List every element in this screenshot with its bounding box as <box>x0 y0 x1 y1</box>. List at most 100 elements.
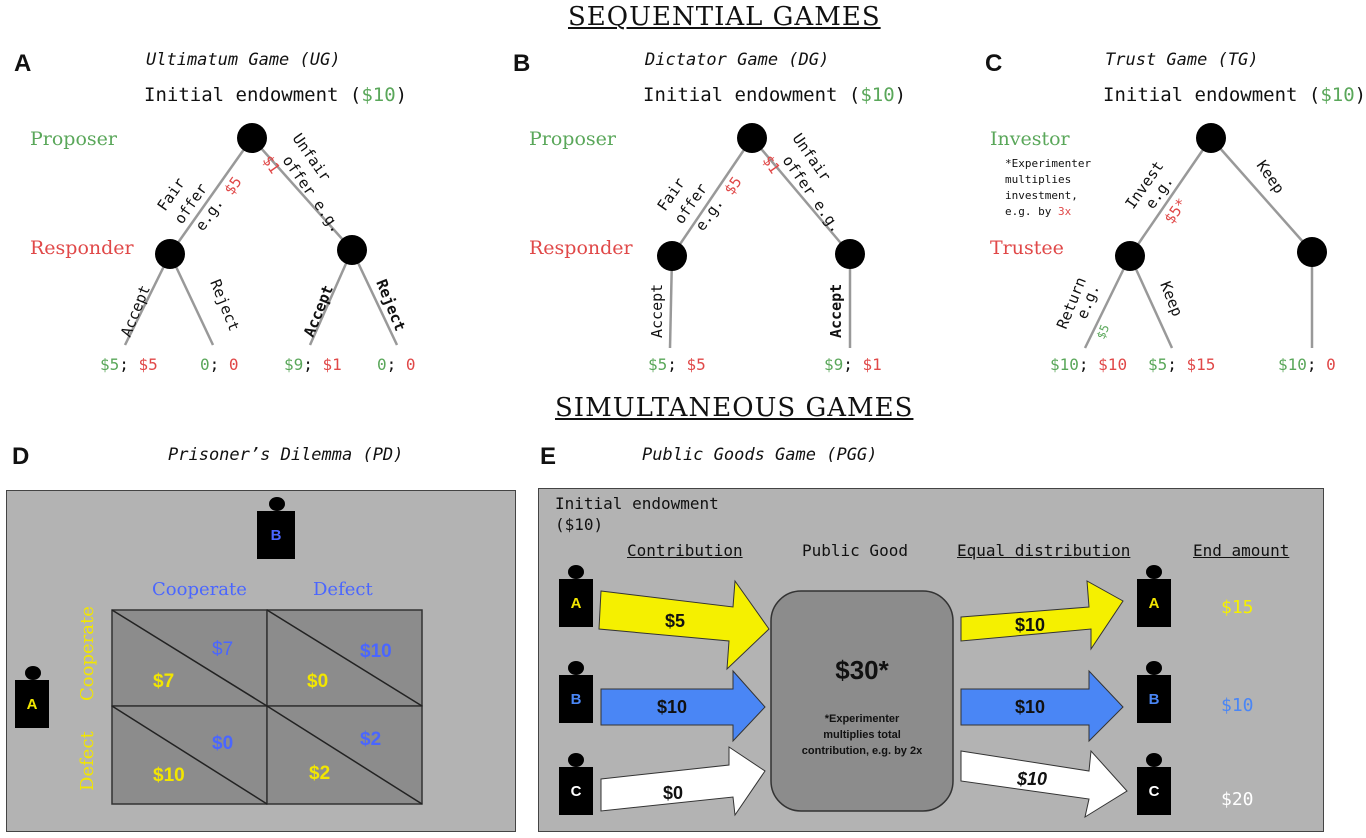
node-investor <box>1196 123 1226 153</box>
pgg-player-b-right: B <box>1137 661 1177 731</box>
panel-d-title: Prisoner’s Dilemma (PD) <box>168 445 404 465</box>
end-a-amount: $15 <box>1221 597 1254 618</box>
panel-b-title: Dictator Game (DG) <box>645 50 830 70</box>
unfair-amount: $1 <box>259 152 284 177</box>
node-keep <box>1297 237 1327 267</box>
node-responder-left <box>155 239 185 269</box>
node-proposer <box>237 123 267 153</box>
pd-panel: B A Cooperate Defect Cooperate Defect $7… <box>6 490 516 832</box>
pgg-player-a-left: A <box>559 565 599 635</box>
col-cooperate-label: Cooperate <box>152 579 247 600</box>
pgg-player-a-right: A <box>1137 565 1177 635</box>
panel-c-letter: C <box>985 50 1003 77</box>
panel-a-responder: Responder <box>30 237 134 259</box>
cell-cd-b: $10 <box>360 641 392 662</box>
cell-cc-b: $7 <box>212 639 234 660</box>
pgg-player-c-right: C <box>1137 753 1177 823</box>
cell-dc-a: $10 <box>153 765 185 786</box>
header-distribution: Equal distribution <box>957 541 1131 560</box>
panel-a-title: Ultimatum Game (UG) <box>146 50 341 70</box>
dist-c-amount: $10 <box>1017 769 1048 789</box>
svg-text:Accept: Accept <box>648 284 666 338</box>
accept-bold-label: Accept <box>300 283 337 340</box>
contrib-b-amount: $10 <box>657 697 688 717</box>
panel-a-payoff-1: $5; $5 <box>100 355 158 374</box>
sequential-games-heading: SEQUENTIAL GAMES <box>568 2 881 32</box>
panel-a-tree: Fair offer e.g. $5 Unfair offer e.g. $1 … <box>117 123 409 346</box>
cell-dd-a: $2 <box>309 763 331 784</box>
node-responder-left <box>657 241 687 271</box>
panel-a-letter: A <box>14 50 32 77</box>
header-public-good: Public Good <box>802 541 908 560</box>
pgg-player-b-left: B <box>559 661 599 731</box>
row-defect-label: Defect <box>77 731 98 791</box>
pgg-arrows <box>598 579 1128 819</box>
pgg-player-c-left: C <box>559 753 599 823</box>
panel-c-endowment: Initial endowment ($10) <box>1103 84 1366 106</box>
pool-amount: $30* <box>835 655 889 685</box>
dist-b-amount: $10 <box>1015 697 1046 717</box>
panel-a-endowment: Initial endowment ($10) <box>144 84 408 106</box>
edge-root-right <box>251 137 353 251</box>
edge-reject <box>168 253 215 346</box>
panel-b-letter: B <box>513 50 531 77</box>
panel-a-payoff-4: 0; 0 <box>377 355 416 374</box>
pool-note: *Experimenter multiplies total contribut… <box>801 713 923 757</box>
edge-accept <box>123 253 172 346</box>
node-trustee <box>1115 241 1145 271</box>
arrow-dist-a <box>960 580 1124 651</box>
cell-dd-b: $2 <box>360 729 382 750</box>
panel-b-payoff-1: $5; $5 <box>648 355 706 374</box>
arrow-contrib-c <box>600 746 766 817</box>
panel-e-letter: E <box>540 443 557 470</box>
panel-c-payoff-1: $10; $10 <box>1050 355 1128 374</box>
cell-dc-b: $0 <box>212 733 234 754</box>
cell-cd-a: $0 <box>307 671 329 692</box>
pgg-panel: Initial endowment ($10) Contribution Pub… <box>538 488 1324 832</box>
contrib-a-amount: $5 <box>665 611 686 631</box>
panel-a-payoff-3: $9; $1 <box>284 355 342 374</box>
dist-a-amount: $10 <box>1015 615 1046 635</box>
panel-e-title: Public Goods Game (PGG) <box>642 445 878 465</box>
panel-c-payoff-3: $10; 0 <box>1278 355 1336 374</box>
player-a-label: A <box>15 680 49 728</box>
pgg-endowment: Initial endowment ($10) <box>555 494 719 534</box>
player-a-figure: A <box>15 666 55 732</box>
cell-cc-a: $7 <box>153 671 175 692</box>
panel-c-trustee: Trustee <box>990 237 1064 259</box>
svg-text:Accept: Accept <box>827 284 845 338</box>
panel-b-payoff-2: $9; $1 <box>824 355 882 374</box>
header-end-amount: End amount <box>1193 541 1290 560</box>
panel-c-investor: Investor <box>990 128 1070 150</box>
panel-b-responder: Responder <box>529 237 633 259</box>
arrow-contrib-a <box>598 579 770 671</box>
col-defect-label: Defect <box>313 579 373 600</box>
arrow-dist-c <box>960 749 1128 819</box>
panel-d-letter: D <box>12 443 30 470</box>
simultaneous-games-heading: SIMULTANEOUS GAMES <box>555 393 914 423</box>
player-b-figure: B <box>257 497 297 563</box>
node-responder-right <box>835 239 865 269</box>
arrow-dist-b <box>960 669 1124 743</box>
panel-b-tree: Fair offer e.g. $5 Unfair offer e.g. $1 … <box>648 123 865 349</box>
panel-c-tree: Invest e.g. $5* Keep Return e.g. $5 Keep <box>1053 123 1327 349</box>
panel-c-title: Trust Game (TG) <box>1105 50 1259 70</box>
reject-label: Reject <box>206 277 243 334</box>
node-responder-right <box>337 235 367 265</box>
panel-b-endowment: Initial endowment ($10) <box>643 84 907 106</box>
panel-c-note: *Experimenter multiplies investment, e.g… <box>1005 157 1092 218</box>
header-contribution: Contribution <box>627 541 743 560</box>
svg-text:$5: $5 <box>1094 322 1112 341</box>
svg-text:Keep: Keep <box>1156 279 1186 319</box>
contrib-c-amount: $0 <box>663 783 684 803</box>
player-b-label: B <box>257 511 295 559</box>
end-c-amount: $20 <box>1221 789 1254 810</box>
panel-a-proposer: Proposer <box>30 128 117 150</box>
edge-root-left <box>168 137 254 255</box>
pd-matrix <box>111 609 423 805</box>
panel-c-payoff-2: $5; $15 <box>1148 355 1216 374</box>
end-b-amount: $10 <box>1221 695 1254 716</box>
node-proposer <box>737 123 767 153</box>
edge-accept-2 <box>308 249 354 346</box>
svg-text:$1: $1 <box>759 152 784 177</box>
